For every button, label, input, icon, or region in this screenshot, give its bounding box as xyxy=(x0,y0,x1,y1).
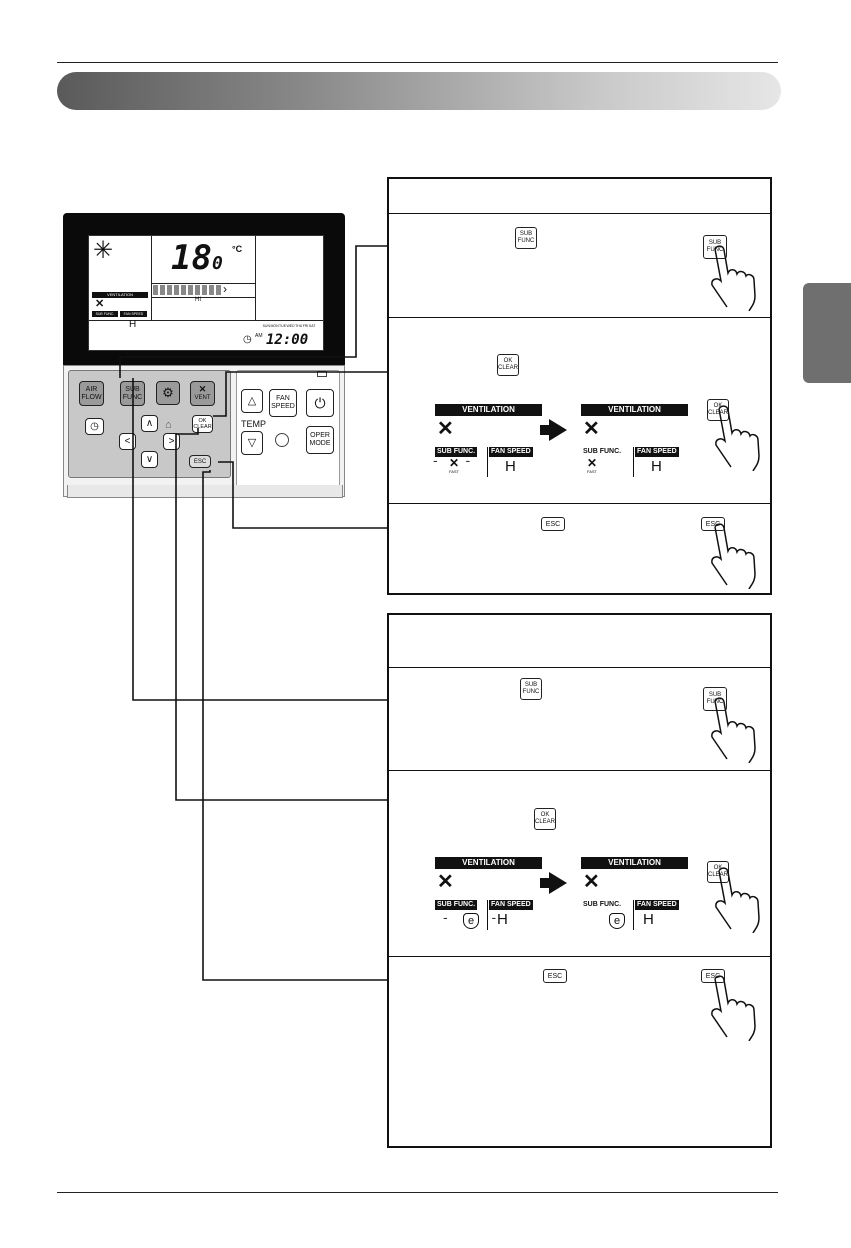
vent-icon: ✕ xyxy=(198,384,207,394)
fan-speed-tag: FAN SPEED xyxy=(635,900,679,910)
vent-display-before: VENTILATION ✕ SUB FUNC. FAN SPEED ✕ FAST… xyxy=(433,404,542,486)
vent-mode-icon: ✕ xyxy=(583,871,600,893)
vent-display-after: VENTILATION ✕ SUB FUNC. FAN SPEED ✕ FAST… xyxy=(581,404,688,486)
remote-keypad: AIR FLOW SUB FUNC ⚙ ✕ VENT ◷ ∧ ⌂ OK CLEA… xyxy=(68,370,231,478)
cool-mode-icon: ✳ xyxy=(93,237,114,264)
lcd-fan-speed-value: H xyxy=(129,319,137,330)
air-flow-button[interactable]: AIR FLOW xyxy=(79,381,104,406)
remote-base xyxy=(67,485,343,498)
inline-ok-clear-key: OK CLEAR xyxy=(497,354,519,376)
fan-speed-tag: FAN SPEED xyxy=(489,900,533,910)
vent-mode-icon: ✕ xyxy=(437,871,454,893)
temp-down-button[interactable]: ▽ xyxy=(241,431,263,455)
inline-esc-key: ESC xyxy=(541,517,565,531)
blink-rays-icon: - - xyxy=(443,909,517,925)
sub-func-tag: SUB FUNC. xyxy=(435,900,478,910)
lcd-weekdays: SUN MON TUE WED THU FRI SAT xyxy=(262,324,316,328)
pressing-hand-icon xyxy=(715,867,760,933)
fan-level-arrow-icon: › xyxy=(223,282,227,296)
step3-esc-key: ESC xyxy=(701,517,725,531)
top-rule xyxy=(57,62,778,63)
inline-sub-func-key: SUB FUNC xyxy=(515,227,537,249)
temp-up-button[interactable]: △ xyxy=(241,389,263,413)
sub-func-tag: SUB FUNC. xyxy=(435,447,478,457)
step3-esc-key: ESC xyxy=(701,969,725,983)
clock-icon: ◷ xyxy=(243,334,252,345)
lcd-fan-speed-label: FAN SPEED xyxy=(120,311,147,317)
fan-speed-value: H xyxy=(651,458,662,475)
fast-vent-icon: ✕ xyxy=(587,456,598,470)
vent-procedure-panel-2: SUB FUNC SUB FUNC OK CLEAR VENTILATION ✕… xyxy=(387,613,772,1148)
fan-speed-tag: FAN SPEED xyxy=(635,447,679,457)
pressing-hand-icon xyxy=(711,975,756,1041)
fan-speed-value: H xyxy=(505,458,516,475)
arrow-right-icon xyxy=(549,419,567,441)
pressing-hand-icon xyxy=(711,245,756,311)
setting-button[interactable]: ⚙ xyxy=(156,381,180,405)
lcd-sub-func-label: SUB FUNC. xyxy=(92,311,118,317)
fast-label: FAST xyxy=(449,469,460,474)
reset-hole xyxy=(275,433,289,447)
fan-speed-button[interactable]: FAN SPEED xyxy=(269,389,297,417)
vent-button[interactable]: ✕ VENT xyxy=(190,381,215,406)
home-icon: ⌂ xyxy=(165,419,172,431)
timer-button[interactable]: ◷ xyxy=(85,418,104,435)
sub-func-tag: SUB FUNC. xyxy=(581,447,624,457)
fan-speed-value: H xyxy=(643,911,654,928)
lcd-screen: ✳ 180 °C › HI VENTILATION ✕ SUB FUNC. FA… xyxy=(88,235,324,351)
blink-rays-icon: - - xyxy=(433,452,483,468)
temperature-readout: 180 xyxy=(171,238,223,278)
chapter-side-tab xyxy=(803,283,851,383)
up-button[interactable]: ∧ xyxy=(141,415,158,432)
oper-mode-button[interactable]: OPER MODE xyxy=(306,426,334,454)
energy-saving-icon: e xyxy=(609,913,625,929)
left-button[interactable]: < xyxy=(119,433,136,450)
temp-label: TEMP xyxy=(241,419,267,429)
fast-label: FAST xyxy=(587,469,598,474)
fan-level-label: HI xyxy=(195,297,201,303)
fan-speed-tag: FAN SPEED xyxy=(489,447,533,457)
esc-button[interactable]: ESC xyxy=(189,455,211,468)
pressing-hand-icon xyxy=(715,405,760,471)
lcd-ampm: AM xyxy=(255,333,263,339)
vent-display-before: VENTILATION ✕ SUB FUNC. FAN SPEED e - - … xyxy=(435,857,542,939)
fan-level-bar xyxy=(153,285,223,295)
fan-speed-value: H xyxy=(497,911,508,928)
bottom-rule xyxy=(57,1192,778,1193)
down-button[interactable]: ∨ xyxy=(141,451,158,468)
pressing-hand-icon xyxy=(711,697,756,763)
lcd-clock: 12:00 xyxy=(266,332,309,348)
sub-func-tag: SUB FUNC. xyxy=(581,900,624,910)
vent-mode-icon: ✕ xyxy=(437,418,454,440)
power-button[interactable]: ⏻ xyxy=(306,389,334,417)
fast-vent-icon: ✕ xyxy=(449,456,460,470)
lcd-vent-icon: ✕ xyxy=(95,298,105,310)
section-title-bar xyxy=(57,72,781,110)
energy-saving-icon: e xyxy=(463,913,479,929)
remote-controller: ✳ 180 °C › HI VENTILATION ✕ SUB FUNC. FA… xyxy=(63,213,345,498)
pressing-hand-icon xyxy=(711,523,756,589)
lcd-frame: ✳ 180 °C › HI VENTILATION ✕ SUB FUNC. FA… xyxy=(63,213,345,365)
vent-procedure-panel-1: SUB FUNC SUB FUNC OK CLEAR VENTILATION ✕… xyxy=(387,177,772,595)
inline-sub-func-key: SUB FUNC xyxy=(520,678,542,700)
arrow-right-icon xyxy=(549,872,567,894)
inline-ok-clear-key: OK CLEAR xyxy=(534,808,556,830)
temperature-unit: °C xyxy=(232,244,243,254)
lcd-ventilation-label: VENTILATION xyxy=(92,292,148,298)
vent-display-after: VENTILATION ✕ SUB FUNC. FAN SPEED e H xyxy=(581,857,688,939)
inline-esc-key: ESC xyxy=(543,969,567,983)
vent-mode-icon: ✕ xyxy=(583,418,600,440)
